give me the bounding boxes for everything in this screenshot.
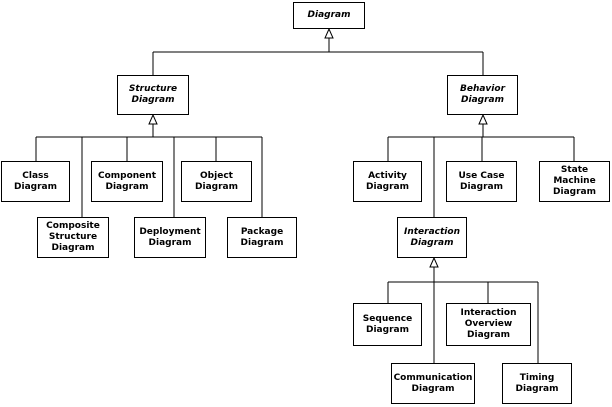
node-package-diagram: Package Diagram [227,217,297,258]
node-use-case-diagram: Use Case Diagram [446,161,517,202]
node-composite-structure-diagram: Composite Structure Diagram [37,217,109,258]
node-communication-diagram: Communication Diagram [391,363,475,404]
node-diagram: Diagram [293,2,365,29]
node-deployment-diagram: Deployment Diagram [134,217,206,258]
node-timing-diagram: Timing Diagram [502,363,572,404]
node-structure-diagram: Structure Diagram [117,75,189,115]
node-class-diagram: Class Diagram [1,161,70,202]
generalization-arrow-interaction [429,256,439,268]
node-component-diagram: Component Diagram [91,161,163,202]
node-interaction-diagram: Interaction Diagram [397,217,467,258]
node-activity-diagram: Activity Diagram [353,161,422,202]
node-behavior-diagram: Behavior Diagram [447,75,518,115]
generalization-arrow-structure [148,113,158,125]
generalization-arrow-behavior [478,113,488,125]
node-object-diagram: Object Diagram [181,161,252,202]
node-sequence-diagram: Sequence Diagram [353,303,422,346]
generalization-arrow-diagram [324,27,334,39]
node-state-machine-diagram: State Machine Diagram [539,161,610,202]
node-interaction-overview-diagram: Interaction Overview Diagram [446,303,531,346]
